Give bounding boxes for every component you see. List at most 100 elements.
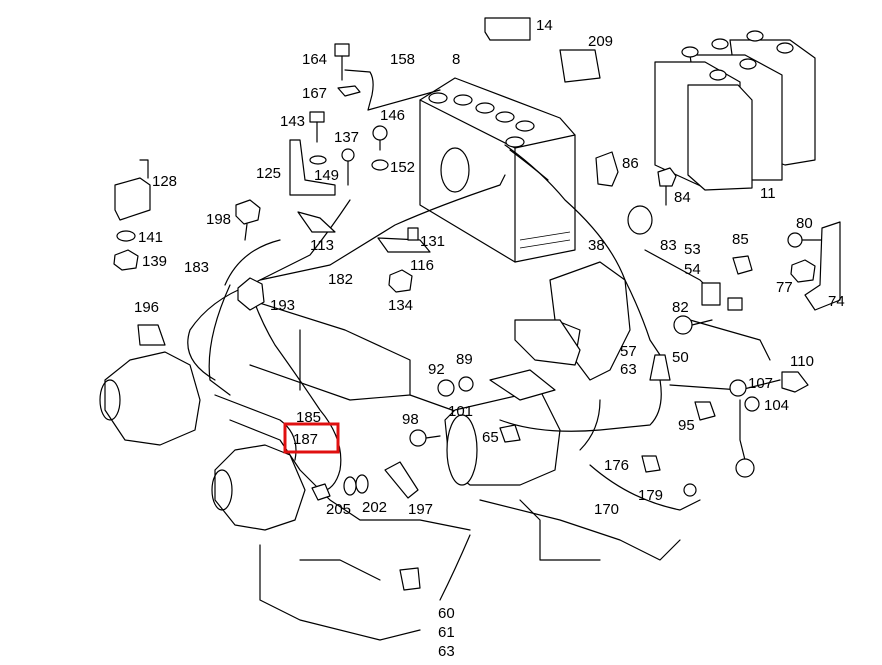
label-134: 134 [388, 297, 413, 314]
label-202: 202 [362, 499, 387, 516]
label-101: 101 [448, 403, 473, 420]
screw-176 [641, 455, 661, 473]
label-110: 110 [790, 353, 814, 370]
label-14: 14 [536, 17, 553, 34]
label-38: 38 [588, 237, 605, 254]
bracket-113 [297, 211, 336, 233]
label-176: 176 [604, 457, 629, 474]
grommet-83 [627, 205, 653, 235]
label-193: 193 [270, 297, 295, 314]
bracket-116 [377, 227, 431, 253]
container-group [654, 30, 816, 191]
label-57: 57 [620, 343, 637, 360]
label-80: 80 [796, 215, 813, 232]
alternator-lower [211, 444, 306, 531]
terminal-65 [499, 424, 521, 443]
label-183: 183 [184, 259, 209, 276]
screw-80 [787, 232, 823, 248]
label-209: 209 [588, 33, 613, 50]
bolt-110 [781, 371, 809, 393]
washer-202 [343, 474, 369, 496]
label-60: 60 [438, 605, 455, 622]
nut-134 [388, 269, 413, 293]
battery [419, 77, 576, 263]
washer-137 [309, 155, 327, 165]
connector-50 [649, 354, 671, 381]
cover-14 [484, 17, 531, 41]
screw-146 [372, 125, 388, 151]
label-82: 82 [672, 299, 689, 316]
clip-205 [311, 483, 331, 501]
label-50: 50 [672, 349, 689, 366]
label-143: 143 [280, 113, 305, 130]
alternator-upper [99, 351, 201, 446]
bolt-143 [309, 111, 325, 143]
washer-104 [744, 396, 760, 412]
nut-92 [437, 379, 455, 397]
label-113: 113 [310, 237, 334, 254]
label-141: 141 [138, 229, 163, 246]
bracket-196 [137, 324, 166, 346]
label-152: 152 [390, 159, 415, 176]
screw-149 [341, 148, 355, 186]
part-labels: 8 11 14 209 164 158 167 143 146 137 152 … [134, 17, 845, 660]
starter-motor [444, 369, 561, 486]
screw-98 [409, 429, 441, 447]
label-54: 54 [684, 261, 701, 278]
label-116: 116 [410, 257, 434, 274]
label-104: 104 [764, 397, 789, 414]
bolt-84 [657, 167, 677, 206]
ring-179 [683, 483, 697, 497]
label-128: 128 [152, 173, 177, 190]
label-63-top: 63 [620, 361, 637, 378]
label-170: 170 [594, 501, 619, 518]
label-74: 74 [828, 293, 845, 310]
label-11: 11 [760, 185, 776, 202]
intake-elbow [514, 261, 631, 381]
label-85: 85 [732, 231, 749, 248]
label-149: 149 [314, 167, 339, 184]
label-179: 179 [638, 487, 663, 504]
label-98: 98 [402, 411, 419, 428]
label-95: 95 [678, 417, 695, 434]
elbow-197 [384, 461, 419, 499]
relay-128 [114, 159, 151, 221]
label-187: 187 [293, 431, 318, 448]
label-197: 197 [408, 501, 433, 518]
nut-107 [729, 379, 747, 397]
label-61: 61 [438, 624, 455, 641]
label-198: 198 [206, 211, 231, 228]
nut-139 [113, 249, 139, 271]
label-182: 182 [328, 271, 353, 288]
washer-141 [116, 230, 136, 242]
label-92: 92 [428, 361, 445, 378]
clip-60 [399, 567, 421, 591]
label-8: 8 [452, 51, 460, 68]
clip-167 [337, 85, 361, 97]
sensor-193 [237, 277, 265, 311]
label-137: 137 [334, 129, 359, 146]
relay-bracket-125 [289, 139, 336, 196]
label-84: 84 [674, 189, 691, 206]
label-131: 131 [420, 233, 445, 250]
label-125: 125 [256, 165, 281, 182]
label-107: 107 [748, 375, 773, 392]
label-83: 83 [660, 237, 677, 254]
bracket-74 [804, 221, 841, 311]
screw-82 [673, 315, 713, 335]
label-89: 89 [456, 351, 473, 368]
bolt-198 [235, 199, 261, 241]
label-185: 185 [296, 409, 321, 426]
label-139: 139 [142, 253, 167, 270]
bolt-164 [334, 43, 350, 81]
relay-209 [559, 49, 601, 83]
label-146: 146 [380, 107, 405, 124]
terminal-112 [735, 458, 755, 478]
clip-86 [595, 151, 619, 187]
label-196: 196 [134, 299, 159, 316]
cap-85 [732, 255, 753, 275]
label-167: 167 [302, 85, 327, 102]
label-77: 77 [776, 279, 793, 296]
highlight-box [283, 422, 340, 454]
